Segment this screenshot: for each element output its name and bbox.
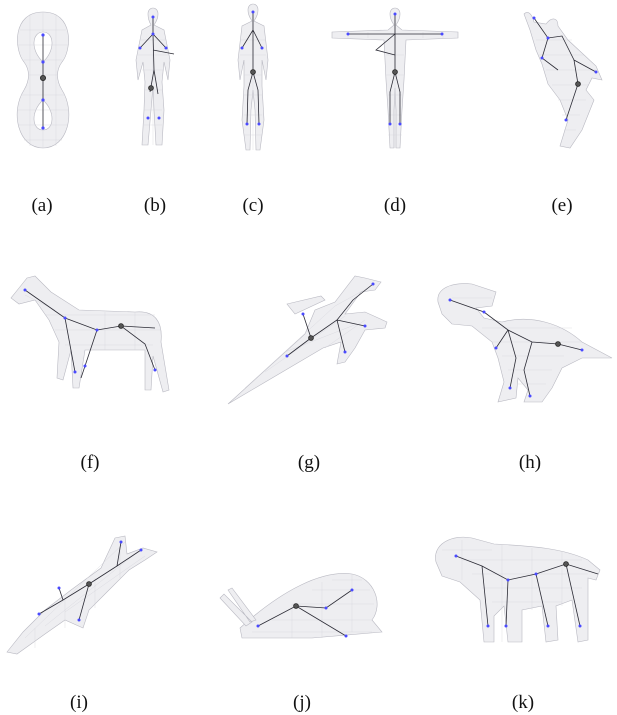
human-mesh-skeleton <box>512 0 617 160</box>
caption-d: (d) <box>365 195 425 217</box>
panel-c-human <box>222 0 287 160</box>
panel-h-dinosaur <box>432 278 617 413</box>
panel-a-figure-eight <box>0 0 90 160</box>
caption-j: (j) <box>272 692 332 714</box>
caption-c: (c) <box>223 195 283 217</box>
caption-e: (e) <box>532 195 592 217</box>
snail-mesh-skeleton <box>212 560 392 650</box>
human-mesh-skeleton <box>118 0 193 160</box>
caption-k: (k) <box>493 692 553 714</box>
jet-mesh-skeleton <box>225 272 390 407</box>
caption-i: (i) <box>49 692 109 714</box>
dinosaur-mesh-skeleton <box>432 278 617 413</box>
caption-h: (h) <box>500 452 560 474</box>
human-mesh-skeleton <box>222 0 287 160</box>
human-mesh-skeleton <box>328 0 463 160</box>
panel-k-lion <box>432 530 612 655</box>
panel-d-human-t-pose <box>328 0 463 160</box>
lion-mesh-skeleton <box>432 530 612 655</box>
panel-f-horse <box>5 270 175 405</box>
horse-mesh-skeleton <box>5 270 175 405</box>
figure-eight-mesh-skeleton <box>0 0 90 160</box>
panel-e-human-dynamic <box>512 0 617 160</box>
caption-f: (f) <box>60 452 120 474</box>
dolphin-mesh-skeleton <box>5 528 160 658</box>
caption-b: (b) <box>125 195 185 217</box>
panel-g-jet <box>225 272 390 407</box>
caption-a: (a) <box>12 195 72 217</box>
panel-j-snail <box>212 560 392 650</box>
caption-g: (g) <box>279 452 339 474</box>
panel-i-dolphin <box>5 528 160 658</box>
panel-b-human <box>118 0 193 160</box>
